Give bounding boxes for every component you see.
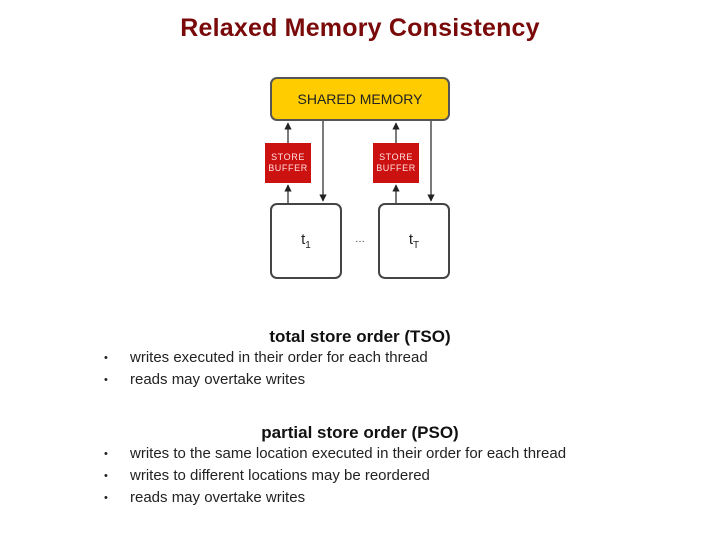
pso-item-text: writes to the same location executed in … bbox=[130, 445, 567, 462]
tso-item-text: writes executed in their order for each … bbox=[130, 349, 428, 366]
pso-bullet-list: • writes to the same location executed in… bbox=[100, 443, 566, 509]
list-item: • reads may overtake writes bbox=[100, 369, 428, 391]
tso-bullet-list: • writes executed in their order for each… bbox=[100, 347, 428, 391]
tso-item-text: reads may overtake writes bbox=[130, 371, 306, 388]
bullet-icon: • bbox=[104, 374, 108, 386]
store-buffer-right-line1: STORE bbox=[379, 152, 413, 162]
store-buffer-right: STORE BUFFER bbox=[373, 143, 419, 183]
thread-first-subscript: 1 bbox=[305, 240, 311, 251]
memory-model-diagram: SHARED MEMORY STORE BUFFER STORE BUFFER … bbox=[265, 77, 450, 279]
thread-box-last: tT bbox=[378, 203, 450, 279]
pso-item-text: reads may overtake writes bbox=[130, 489, 306, 506]
slide-title: Relaxed Memory Consistency bbox=[180, 14, 540, 42]
bullet-icon: • bbox=[104, 470, 108, 482]
store-buffer-left-line2: BUFFER bbox=[268, 163, 308, 173]
bullet-icon: • bbox=[104, 352, 108, 364]
bullet-icon: • bbox=[104, 448, 108, 460]
thread-last-label: tT bbox=[409, 231, 419, 251]
threads-ellipsis: … bbox=[355, 234, 365, 245]
list-item: • writes executed in their order for each… bbox=[100, 347, 428, 369]
thread-last-base: t bbox=[408, 231, 414, 248]
list-item: • writes to the same location executed in… bbox=[100, 443, 566, 465]
bullet-icon: • bbox=[104, 492, 108, 504]
store-buffer-right-line2: BUFFER bbox=[376, 163, 416, 173]
shared-memory-label: SHARED MEMORY bbox=[297, 91, 423, 107]
store-buffer-left: STORE BUFFER bbox=[265, 143, 311, 183]
tso-heading: total store order (TSO) bbox=[269, 327, 451, 346]
store-buffer-left-line1: STORE bbox=[271, 152, 305, 162]
shared-memory-box: SHARED MEMORY bbox=[270, 77, 450, 121]
diagram-arrows bbox=[284, 121, 435, 203]
thread-first-base: t bbox=[301, 231, 306, 248]
pso-item-text: writes to different locations may be reo… bbox=[130, 467, 430, 484]
list-item: • reads may overtake writes bbox=[100, 487, 566, 509]
pso-heading: partial store order (PSO) bbox=[261, 423, 459, 442]
thread-first-label: t1 bbox=[301, 231, 311, 251]
list-item: • writes to different locations may be re… bbox=[100, 465, 566, 487]
thread-last-subscript: T bbox=[413, 240, 420, 251]
thread-box-first: t1 bbox=[270, 203, 342, 279]
